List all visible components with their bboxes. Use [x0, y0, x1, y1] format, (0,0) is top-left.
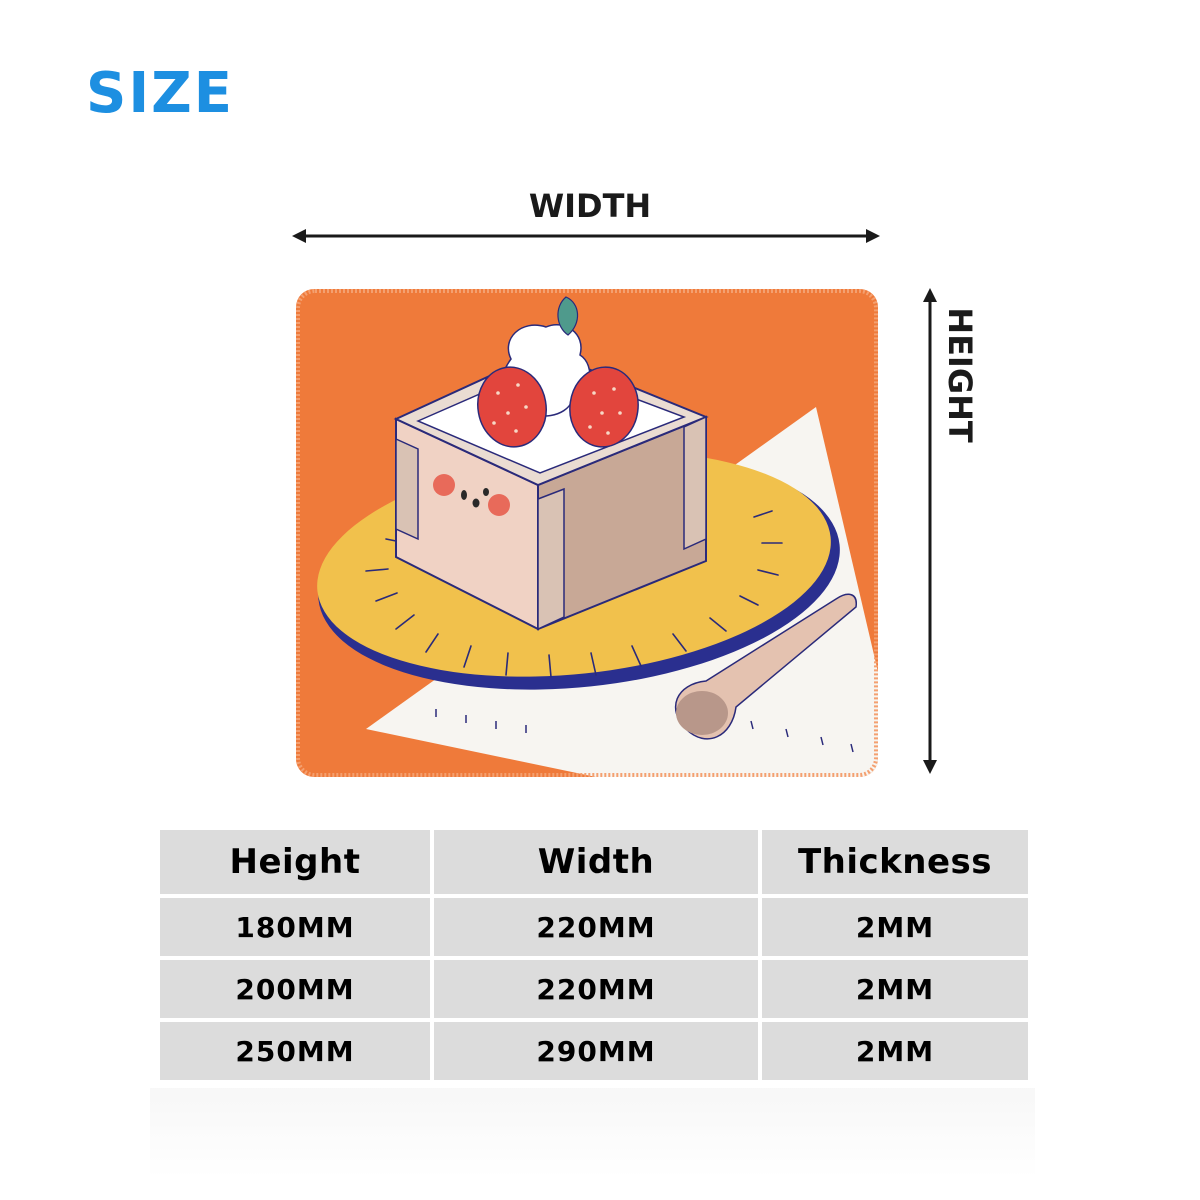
cell-height: 200MM — [160, 960, 430, 1018]
table-reflection — [150, 1088, 1035, 1178]
section-title: SIZE — [86, 61, 235, 126]
cell-height: 180MM — [160, 898, 430, 956]
cell-thickness: 2MM — [762, 1022, 1028, 1080]
table-row: 200MM 220MM 2MM — [160, 960, 1028, 1018]
cell-thickness: 2MM — [762, 960, 1028, 1018]
header-width: Width — [434, 830, 758, 894]
height-arrow-icon — [923, 288, 937, 774]
size-table-header: Height Width Thickness — [160, 830, 1028, 894]
table-row: 180MM 220MM 2MM — [160, 898, 1028, 956]
cell-width: 220MM — [434, 960, 758, 1018]
width-arrow-icon — [292, 229, 880, 243]
cell-width: 220MM — [434, 898, 758, 956]
header-thickness: Thickness — [762, 830, 1028, 894]
table-row: 250MM 290MM 2MM — [160, 1022, 1028, 1080]
cell-height: 250MM — [160, 1022, 430, 1080]
cell-width: 290MM — [434, 1022, 758, 1080]
size-table: Height Width Thickness 180MM 220MM 2MM 2… — [160, 830, 1028, 1084]
mouse-pad-illustration — [296, 289, 878, 777]
header-height: Height — [160, 830, 430, 894]
width-label: WIDTH — [528, 187, 652, 225]
cell-thickness: 2MM — [762, 898, 1028, 956]
